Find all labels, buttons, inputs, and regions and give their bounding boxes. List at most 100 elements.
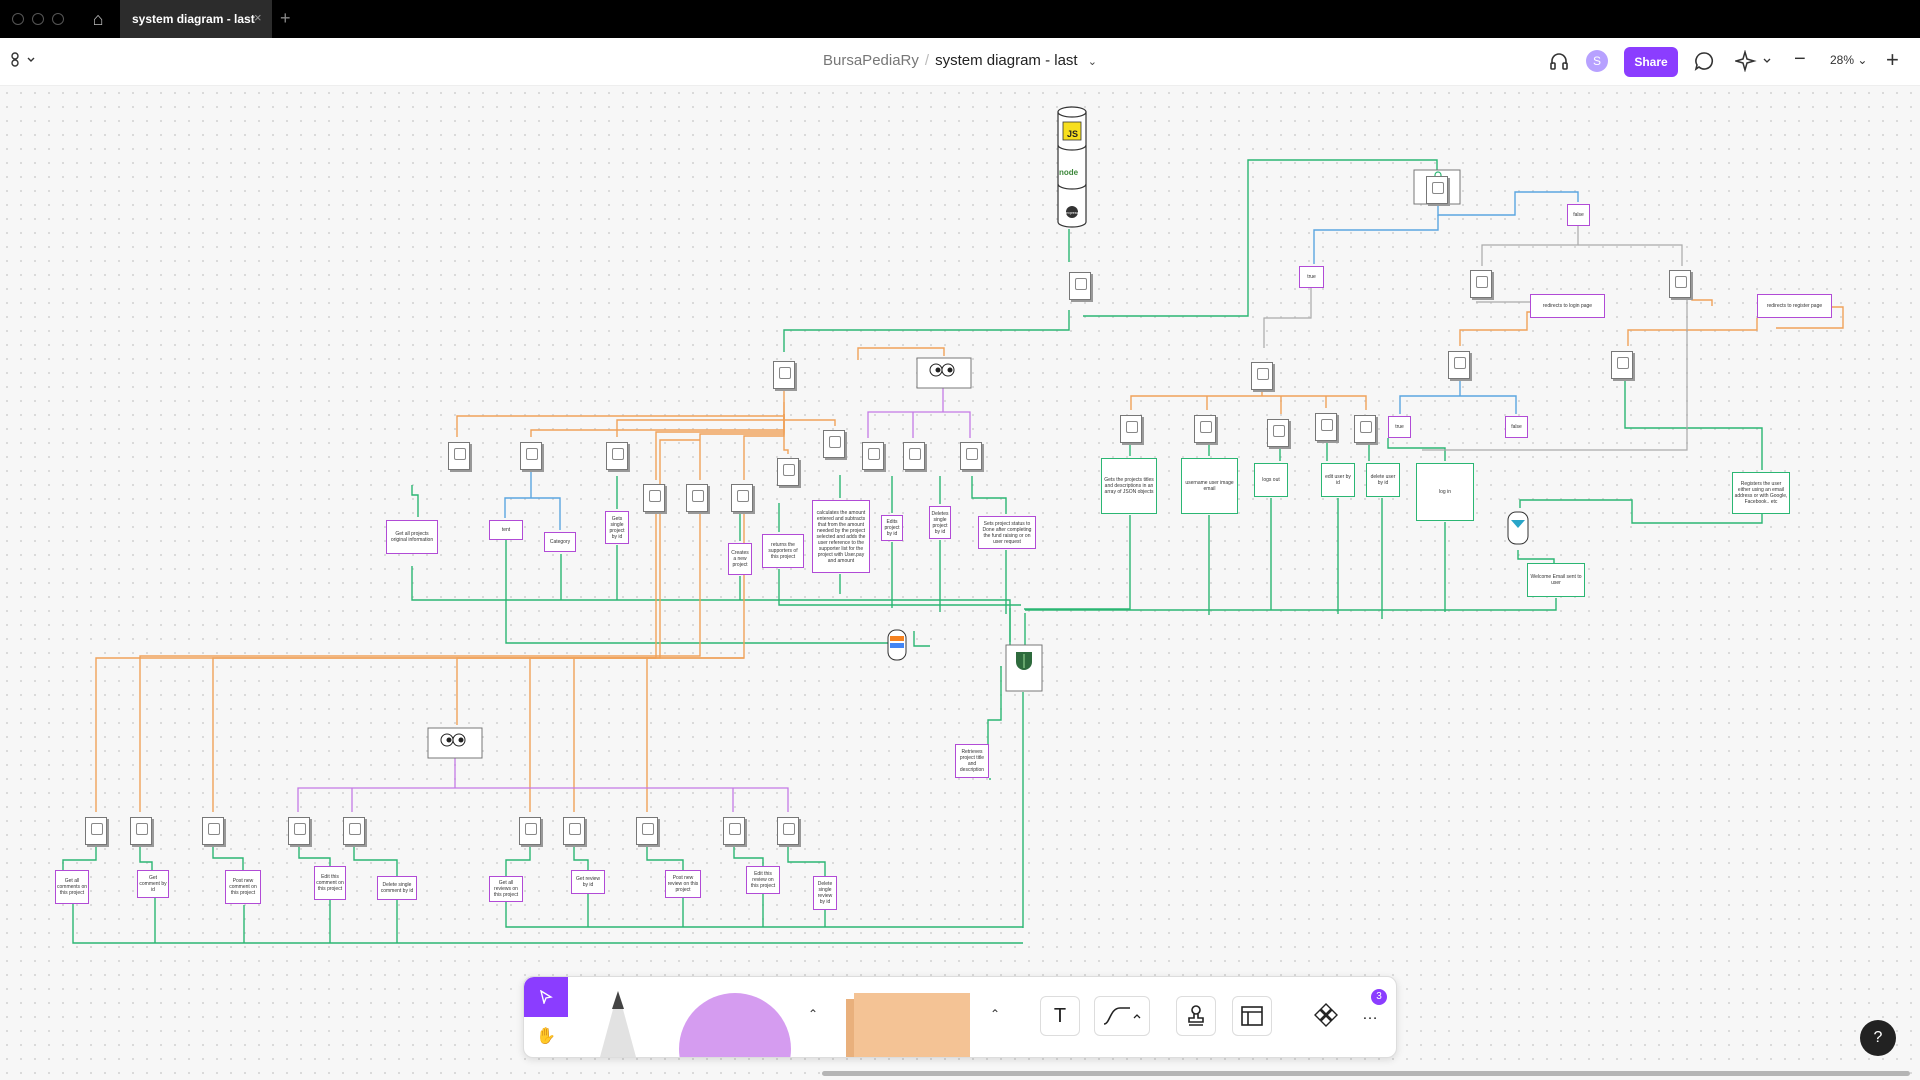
file-tab[interactable]: system diagram - last × — [120, 0, 272, 38]
note-card[interactable]: logs out — [1254, 463, 1288, 497]
route-node[interactable] — [1267, 419, 1289, 447]
more-icon[interactable]: … — [1362, 1006, 1378, 1023]
note-card[interactable]: Post new comment on this project — [225, 870, 261, 904]
shape-options-chevron-icon[interactable]: ⌃ — [808, 1007, 819, 1021]
route-node[interactable] — [1354, 415, 1376, 443]
route-node[interactable] — [1426, 176, 1448, 204]
shape-tool[interactable] — [679, 993, 791, 1057]
sticky-note-tool[interactable] — [854, 993, 970, 1057]
avatar[interactable]: S — [1586, 50, 1608, 72]
note-card[interactable]: Gets the projects titles and description… — [1101, 458, 1157, 514]
note-card[interactable]: Retrieves project title and description — [955, 744, 989, 778]
note-card[interactable]: true — [1299, 266, 1324, 288]
note-card[interactable]: redirects to login page — [1530, 294, 1605, 318]
route-node[interactable] — [1611, 351, 1633, 379]
note-card[interactable]: Category — [544, 532, 576, 552]
window-zoom-dot[interactable] — [52, 13, 64, 25]
horizontal-scrollbar[interactable] — [822, 1071, 1910, 1076]
note-card[interactable]: Post new review on this project — [665, 870, 701, 898]
window-minimize-dot[interactable] — [32, 13, 44, 25]
note-card[interactable]: tent — [489, 520, 523, 540]
cursor-icon[interactable] — [524, 977, 568, 1017]
route-node[interactable] — [1315, 413, 1337, 441]
route-node[interactable] — [1120, 415, 1142, 443]
note-card[interactable]: Sets project status to Done after comple… — [978, 516, 1036, 549]
note-card[interactable]: returns the supporters of this project — [762, 534, 804, 568]
note-card[interactable]: false — [1505, 416, 1528, 438]
note-card[interactable]: Deletes single project by id — [929, 506, 951, 539]
route-node[interactable] — [1448, 351, 1470, 379]
note-card[interactable]: Get all comments on this project — [55, 870, 89, 904]
sticky-options-chevron-icon[interactable]: ⌃ — [990, 1007, 1001, 1021]
note-card[interactable]: delete user by id — [1366, 463, 1400, 497]
route-node[interactable] — [636, 817, 658, 845]
new-tab-icon[interactable]: + — [280, 8, 291, 28]
route-node[interactable] — [1669, 270, 1691, 298]
plus-icon[interactable]: + — [1886, 47, 1899, 72]
note-card[interactable]: Get all projects original information — [386, 520, 438, 554]
route-node[interactable] — [85, 817, 107, 845]
stamp-icon[interactable] — [1176, 996, 1216, 1036]
note-card[interactable]: Edits project by id — [881, 515, 903, 541]
figjam-menu-icon[interactable] — [10, 52, 36, 73]
note-card[interactable]: Creates a new project — [728, 543, 752, 575]
route-node[interactable] — [1194, 415, 1216, 443]
route-node[interactable] — [130, 817, 152, 845]
help-button[interactable]: ? — [1860, 1020, 1896, 1056]
note-card[interactable]: Delete single comment by id — [377, 876, 417, 900]
route-node[interactable] — [520, 442, 542, 470]
minus-icon[interactable]: − — [1794, 48, 1806, 70]
note-card[interactable]: username user image email — [1181, 458, 1238, 514]
route-node[interactable] — [777, 458, 799, 486]
note-card[interactable]: Edit this comment on this project — [314, 866, 346, 900]
route-node[interactable] — [519, 817, 541, 845]
tab-close-icon[interactable]: × — [254, 10, 262, 25]
route-node[interactable] — [1470, 270, 1492, 298]
route-node[interactable] — [1069, 272, 1091, 300]
route-node[interactable] — [1251, 362, 1273, 390]
route-node[interactable] — [686, 484, 708, 512]
route-node[interactable] — [773, 361, 795, 389]
note-card[interactable]: Edit this review on this project — [746, 866, 780, 894]
note-card[interactable]: log in — [1416, 463, 1474, 521]
route-node[interactable] — [343, 817, 365, 845]
route-node[interactable] — [731, 484, 753, 512]
route-node[interactable] — [823, 430, 845, 458]
window-close-dot[interactable] — [12, 13, 24, 25]
route-node[interactable] — [723, 817, 745, 845]
sparkle-icon[interactable] — [1733, 49, 1775, 77]
route-node[interactable] — [777, 817, 799, 845]
route-node[interactable] — [903, 442, 925, 470]
note-card[interactable]: false — [1567, 204, 1590, 226]
zoom-level[interactable]: 28% ⌄ — [1830, 53, 1868, 67]
hand-icon[interactable]: ✋ — [536, 1028, 556, 1045]
team-name[interactable]: BursaPediaRy — [823, 52, 919, 69]
note-card[interactable]: redirects to register page — [1757, 294, 1832, 318]
home-icon[interactable]: ⌂ — [92, 9, 104, 29]
comment-icon[interactable] — [1693, 50, 1715, 77]
route-node[interactable] — [288, 817, 310, 845]
note-card[interactable]: Gets single project by id — [605, 511, 629, 544]
note-card[interactable]: Delete single review by id — [813, 876, 837, 910]
file-name[interactable]: system diagram - last — [935, 52, 1078, 69]
route-node[interactable] — [606, 442, 628, 470]
route-node[interactable] — [563, 817, 585, 845]
components-icon[interactable] — [1306, 996, 1346, 1036]
file-menu-chevron-icon[interactable]: ⌄ — [1087, 56, 1097, 68]
section-icon[interactable] — [1232, 996, 1272, 1036]
connector-icon[interactable] — [1094, 996, 1150, 1036]
route-node[interactable] — [960, 442, 982, 470]
note-card[interactable]: Registers the user either using an email… — [1732, 472, 1790, 514]
route-node[interactable] — [643, 484, 665, 512]
note-card[interactable]: edit user by id — [1321, 463, 1355, 497]
route-node[interactable] — [448, 442, 470, 470]
headphones-icon[interactable] — [1548, 50, 1570, 77]
note-card[interactable]: true — [1388, 416, 1411, 438]
share-button[interactable]: Share — [1624, 47, 1678, 77]
note-card[interactable]: calculates the amount entered and subtra… — [812, 500, 870, 573]
route-node[interactable] — [862, 442, 884, 470]
note-card[interactable]: Get all reviews on this project — [489, 876, 523, 902]
note-card[interactable]: Get comment by id — [137, 870, 169, 898]
route-node[interactable] — [202, 817, 224, 845]
